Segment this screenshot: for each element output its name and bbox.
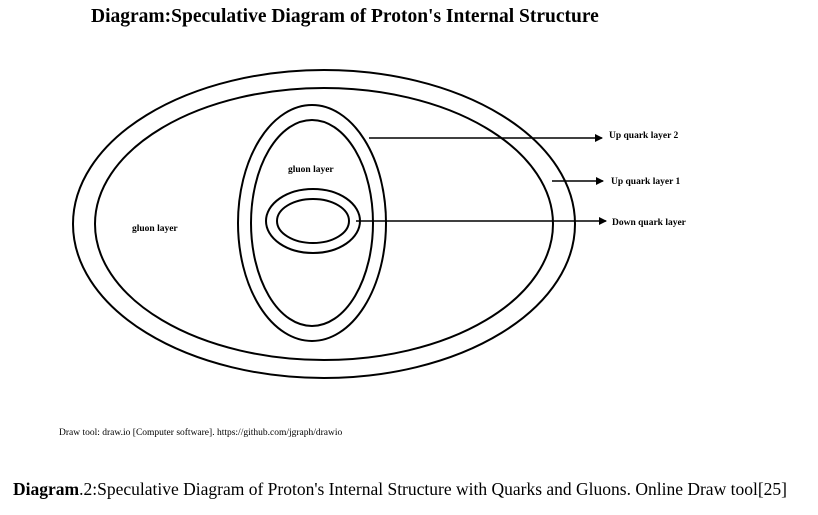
outer-inner-ellipse xyxy=(94,87,554,361)
label-up-quark-2: Up quark layer 2 xyxy=(609,131,678,141)
credit-note: Draw tool: draw.io [Computer software]. … xyxy=(59,428,343,438)
label-down-quark: Down quark layer xyxy=(612,218,687,228)
caption-bold: Diagram xyxy=(13,479,80,499)
inner-gluon-label: gluon layer xyxy=(288,165,334,175)
core-inner-ellipse xyxy=(276,198,350,244)
page-title: Diagram:Speculative Diagram of Proton's … xyxy=(91,6,599,27)
outer-gluon-label: gluon layer xyxy=(132,224,178,234)
label-up-quark-1: Up quark layer 1 xyxy=(611,177,680,187)
caption-text: .2:Speculative Diagram of Proton's Inter… xyxy=(79,479,787,499)
outer-ellipse xyxy=(72,69,576,379)
middle-inner-ellipse xyxy=(250,119,374,327)
middle-outer-ellipse xyxy=(237,104,387,342)
figure-caption: Diagram.2:Speculative Diagram of Proton'… xyxy=(13,479,787,500)
